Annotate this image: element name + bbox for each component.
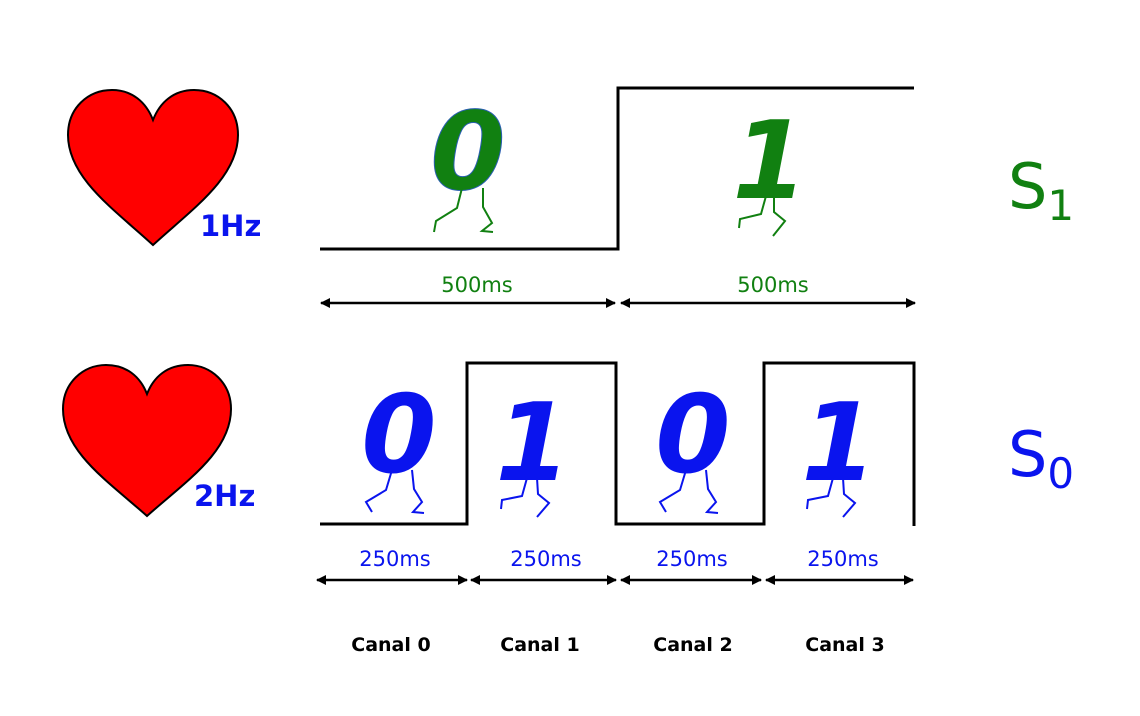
top-signal-waveform <box>320 86 914 251</box>
top-frequency-label: 1Hz <box>200 209 261 243</box>
legs-icon <box>433 187 494 233</box>
bottom-bit-3-character: 1 <box>801 381 877 518</box>
bottom-signal-label: S0 <box>1008 418 1074 498</box>
bottom-bit-2: 0 <box>655 373 730 498</box>
top-bit-0: 0 <box>430 90 505 215</box>
top-signal-label: S1 <box>1008 150 1074 230</box>
legs-icon <box>738 195 787 237</box>
channel-label-0: Canal 0 <box>351 634 430 656</box>
bottom-bit-0-character: 0 <box>361 373 437 514</box>
legs-icon <box>500 477 551 518</box>
top-duration-label-0: 500ms <box>441 273 512 297</box>
bottom-signal-waveform <box>320 361 916 526</box>
top-bit-1-character: 1 <box>732 99 808 237</box>
legs-icon <box>658 469 719 514</box>
bottom-duration-label-1: 250ms <box>510 547 581 571</box>
bottom-duration-label-3: 250ms <box>807 547 878 571</box>
legs-icon <box>364 469 425 514</box>
bottom-bit-0: 0 <box>361 373 436 498</box>
bottom-bit-2-character: 0 <box>655 373 731 514</box>
channel-label-2: Canal 2 <box>653 634 732 656</box>
channel-label-1: Canal 1 <box>500 634 579 656</box>
bottom-duration-label-2: 250ms <box>656 547 727 571</box>
heart-icon <box>61 363 233 518</box>
top-bit-1: 1 <box>732 99 807 224</box>
bottom-bit-1-character: 1 <box>495 381 571 518</box>
bottom-frequency-label: 2Hz <box>194 479 255 513</box>
bottom-bit-3: 1 <box>801 381 876 506</box>
bottom-bit-1: 1 <box>495 381 570 506</box>
bottom-duration-label-0: 250ms <box>359 547 430 571</box>
top-bit-0-character: 0 <box>430 90 506 233</box>
heart-icon <box>66 88 240 247</box>
top-duration-label-1: 500ms <box>737 273 808 297</box>
legs-icon <box>806 477 857 518</box>
channel-label-3: Canal 3 <box>805 634 884 656</box>
